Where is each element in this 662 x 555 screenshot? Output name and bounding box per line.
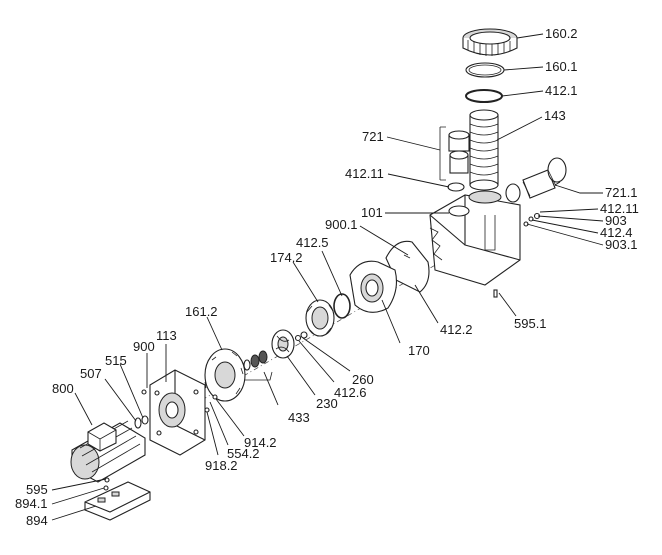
part-label-900-1: 900.1 xyxy=(325,217,358,232)
part-label-412-4: 412.4 xyxy=(600,225,633,240)
small-pin-drawing xyxy=(493,289,498,298)
part-label-894: 894 xyxy=(26,513,48,528)
union-fittings-drawing xyxy=(439,126,470,181)
flange-screw-drawing xyxy=(212,394,218,400)
part-label-412-6: 412.6 xyxy=(334,385,367,400)
part-label-918-2: 918.2 xyxy=(205,458,238,473)
part-label-174-2: 174.2 xyxy=(270,250,303,265)
part-label-721-1: 721.1 xyxy=(605,185,638,200)
part-label-412-5: 412.5 xyxy=(296,235,329,250)
part-label-433: 433 xyxy=(288,410,310,425)
motor-flange-drawing xyxy=(149,369,206,456)
part-label-143: 143 xyxy=(544,108,566,123)
diffuser-drawing xyxy=(349,260,397,313)
motor-foot-drawing xyxy=(84,477,151,521)
strainer-basket-drawing xyxy=(469,109,499,191)
part-label-595: 595 xyxy=(26,482,48,497)
seal-drawing xyxy=(403,254,411,259)
diffuser-oring-drawing xyxy=(333,293,351,319)
part-label-800: 800 xyxy=(52,381,74,396)
part-label-113: 113 xyxy=(156,328,177,343)
part-label-507: 507 xyxy=(80,366,102,381)
part-label-595-1: 595.1 xyxy=(514,316,547,331)
pump-housing-drawing xyxy=(429,190,521,286)
impeller-drawing xyxy=(271,329,295,359)
part-label-894-1: 894.1 xyxy=(15,496,48,511)
part-label-903-1: 903.1 xyxy=(605,237,638,252)
part-label-160-1: 160.1 xyxy=(545,59,578,74)
part-label-161-2: 161.2 xyxy=(185,304,218,319)
strainer-lid-drawing xyxy=(462,28,518,56)
seal-plate-drawing xyxy=(204,348,246,402)
washer-drawing xyxy=(141,415,149,425)
part-label-903: 903 xyxy=(605,213,627,228)
part-label-412-2: 412.2 xyxy=(440,322,473,337)
impeller-washer-drawing xyxy=(300,331,308,339)
part-label-900: 900 xyxy=(133,339,155,354)
part-label-170: 170 xyxy=(408,343,430,358)
part-label-554-2: 554.2 xyxy=(227,446,260,461)
motor-drawing xyxy=(70,420,146,483)
part-label-721: 721 xyxy=(362,129,384,144)
slinger-drawing xyxy=(134,417,142,429)
outlet-union-drawing xyxy=(505,157,567,203)
part-label-515: 515 xyxy=(105,353,127,368)
impeller-housing-drawing xyxy=(305,299,335,337)
small-oring-drawing xyxy=(447,182,465,192)
part-label-101: 101 xyxy=(361,205,383,220)
screw-drawing xyxy=(141,389,147,395)
drain-plugs-drawing xyxy=(523,212,541,227)
part-label-412-11-right: 412.11 xyxy=(600,201,639,216)
mechanical-seal-drawing xyxy=(241,350,273,381)
part-label-914-2: 914.2 xyxy=(244,435,277,450)
part-label-412-11-left: 412.11 xyxy=(345,166,384,181)
part-label-230: 230 xyxy=(316,396,338,411)
part-label-260: 260 xyxy=(352,372,374,387)
oring-drawing xyxy=(465,89,503,103)
part-label-412-1: 412.1 xyxy=(545,83,578,98)
part-label-160-2: 160.2 xyxy=(545,26,578,41)
